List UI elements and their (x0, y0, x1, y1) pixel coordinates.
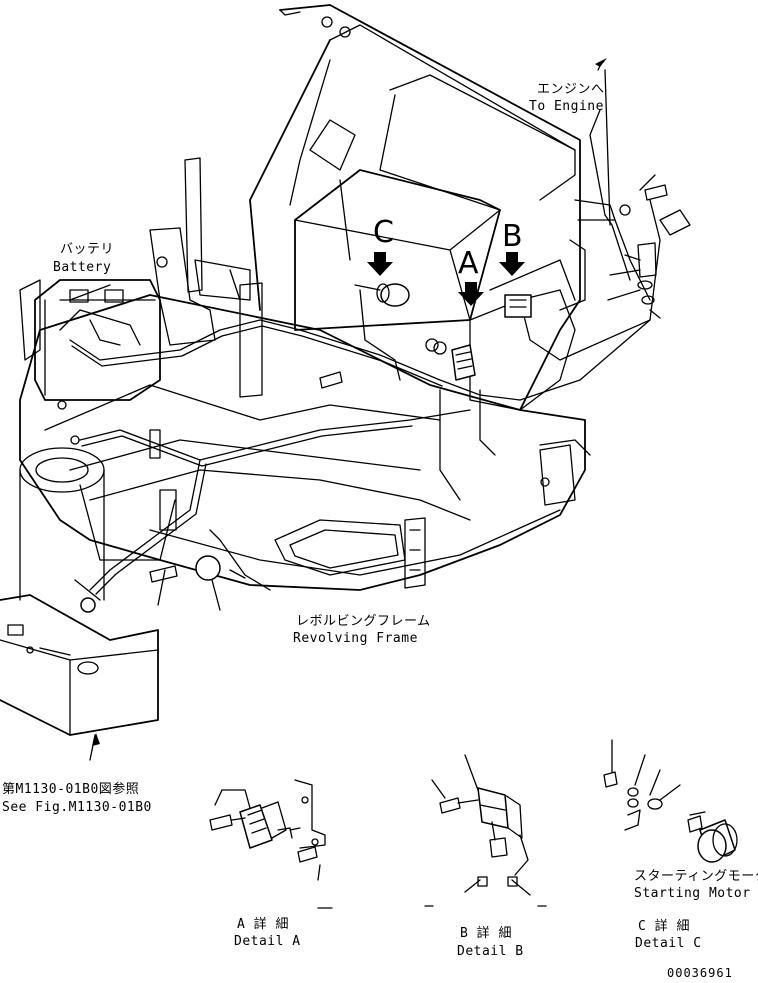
callout-c-letter: C (373, 215, 394, 250)
hinge-posts (149, 157, 263, 398)
detail-c (603, 739, 738, 863)
relay-a (451, 294, 532, 381)
counterweight (0, 594, 159, 761)
callout-arrows (92, 58, 607, 746)
top-right-hardware (589, 69, 691, 319)
battery (19, 279, 161, 401)
detail-c-label-en: Detail C (635, 936, 702, 951)
leader-lines (69, 174, 656, 611)
callout-a-letter: A (458, 246, 479, 281)
detail-b-label-en: Detail B (457, 944, 524, 959)
engine-label-en: To Engine (529, 99, 604, 114)
main-hardware (57, 371, 591, 613)
detail-b (424, 754, 547, 907)
battery-label-jp: バッテリ (60, 242, 115, 257)
revolving-frame (19, 294, 586, 591)
see-fig-label-jp: 第M1130-01B0図参照 (2, 782, 140, 797)
callout-b-letter: B (502, 219, 523, 254)
central-box (294, 169, 576, 411)
wiring-harness (69, 199, 661, 595)
detail-b-label-jp: B 詳 細 (460, 926, 512, 941)
see-fig-label-en: See Fig.M1130-01B0 (2, 800, 152, 815)
battery-label-en: Battery (53, 260, 112, 275)
starter-label-en: Starting Motor (634, 886, 751, 901)
engine-housing (249, 4, 616, 411)
detail-a-label-en: Detail A (234, 934, 301, 949)
engine-label-jp: エンジンへ (537, 82, 605, 97)
drawing-number: 00036961 (667, 966, 733, 980)
detail-c-label-jp: C 詳 細 (638, 919, 690, 934)
detail-a (209, 779, 333, 909)
starter-on-engine (354, 283, 447, 355)
detail-a-label-jp: A 詳 細 (237, 917, 289, 932)
frame-label-jp: レボルビングフレーム (296, 614, 431, 629)
boom-foot (19, 447, 176, 601)
frame-label-en: Revolving Frame (293, 631, 418, 646)
starter-label-jp: スターティングモータ (634, 869, 758, 884)
